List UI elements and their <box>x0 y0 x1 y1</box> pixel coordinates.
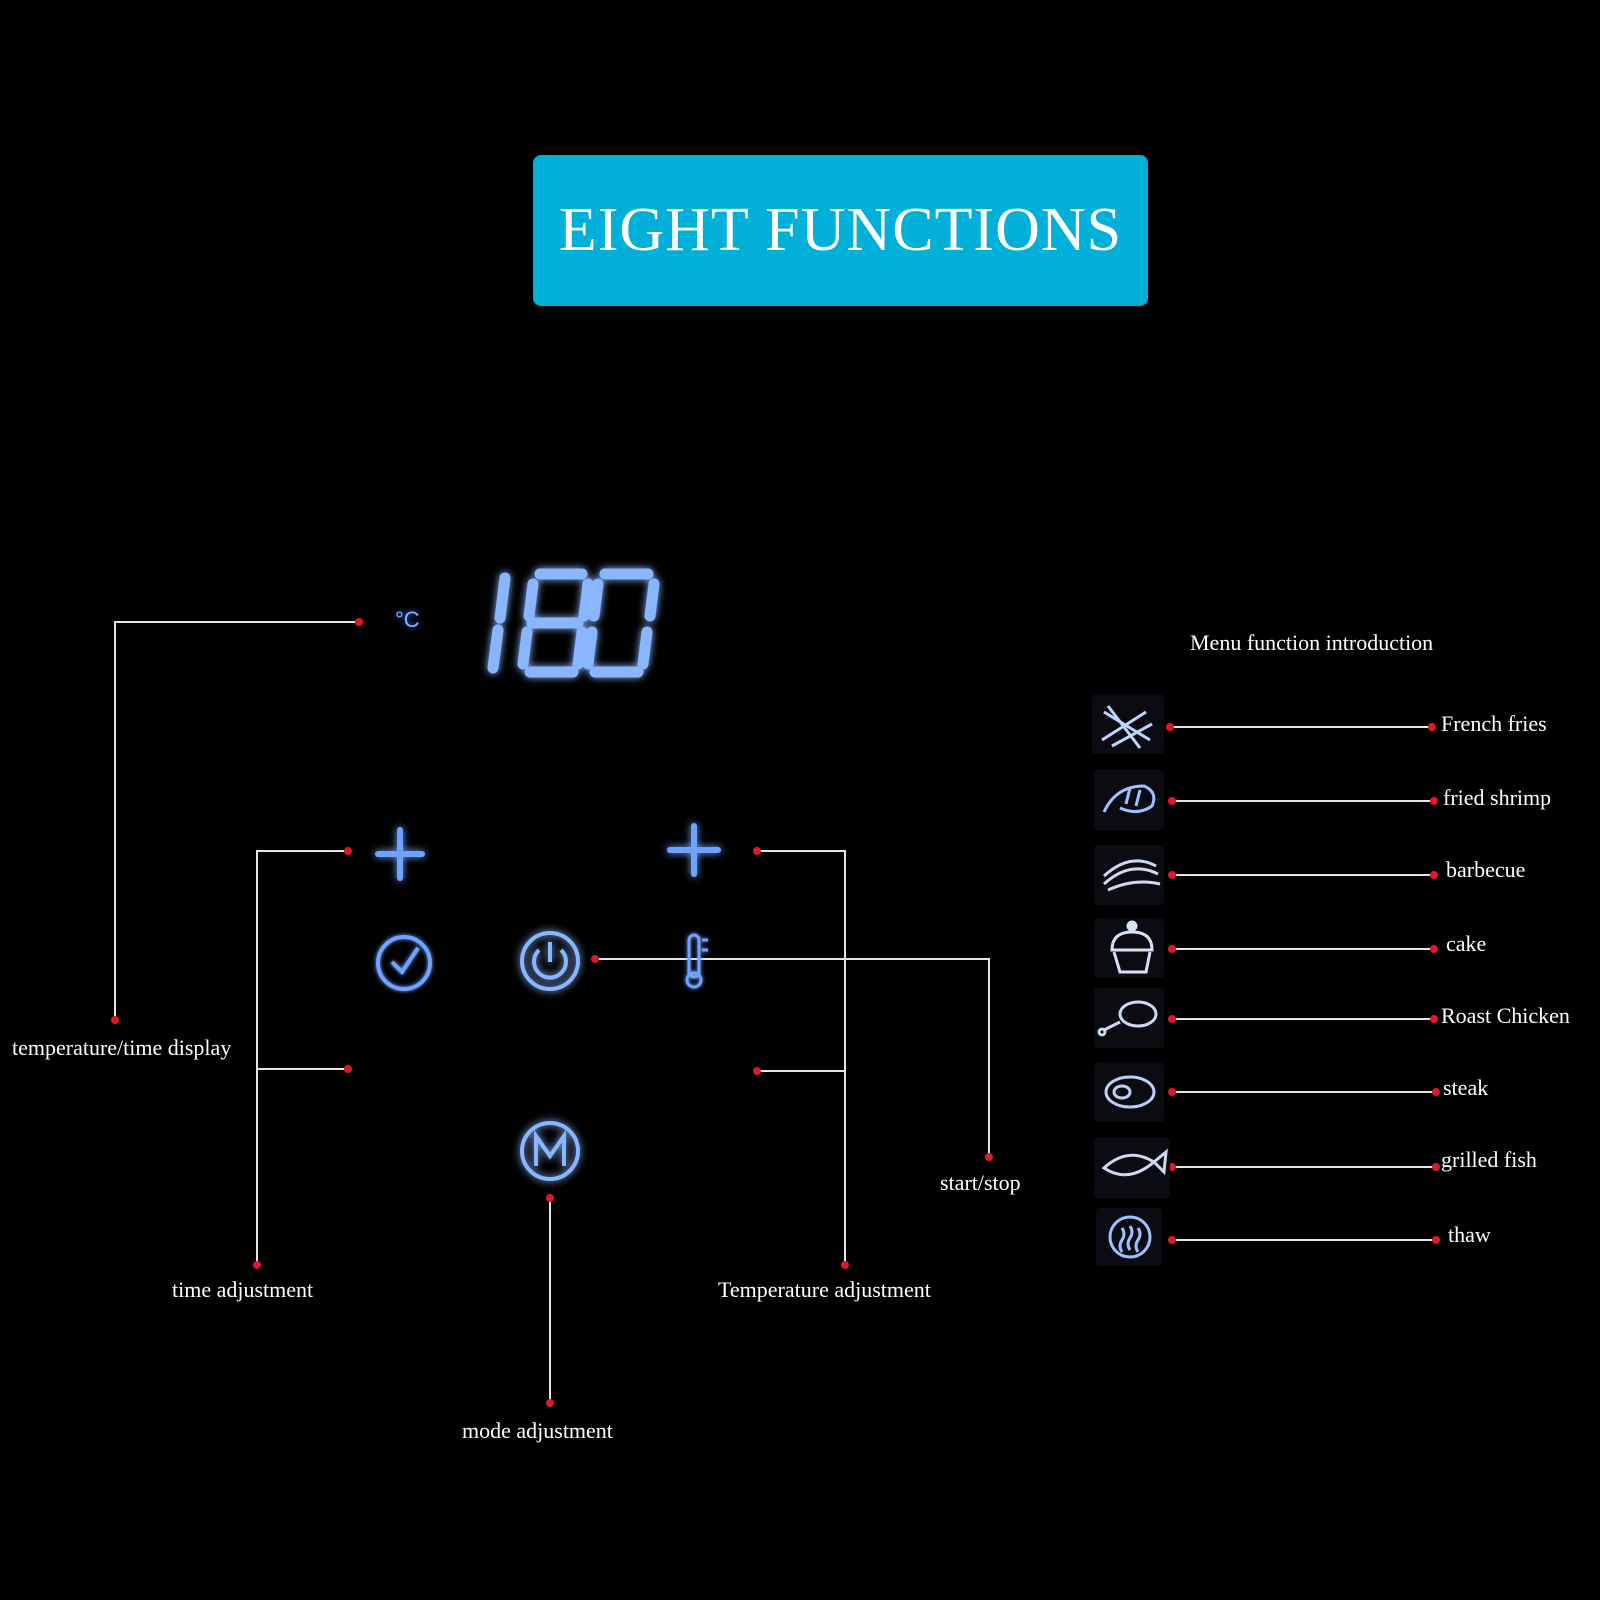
leader-display <box>114 621 359 1020</box>
menu-item-grilled-fish: grilled fish <box>1441 1147 1537 1172</box>
chicken-leg-icon <box>1097 1000 1158 1037</box>
menu-item-steak: steak <box>1443 1075 1489 1100</box>
label-mode-adjustment: mode adjustment <box>462 1418 613 1443</box>
power-button[interactable] <box>520 931 580 991</box>
thaw-icon <box>1108 1215 1152 1259</box>
menu-item-thaw: thaw <box>1448 1222 1491 1247</box>
label-temperature-adjustment: Temperature adjustment <box>718 1277 931 1302</box>
mode-button[interactable] <box>520 1121 580 1181</box>
french-fries-icon <box>1101 705 1153 749</box>
fish-icon <box>1101 1148 1168 1177</box>
menu-item-fried-shrimp: fried shrimp <box>1443 785 1552 810</box>
menu-item-french-fries: French fries <box>1441 711 1547 736</box>
banner-title: EIGHT FUNCTIONS <box>558 196 1123 264</box>
steak-icon <box>1104 1075 1156 1109</box>
label-time-adjustment: time adjustment <box>172 1277 314 1302</box>
title-banner: EIGHT FUNCTIONS <box>533 155 1148 306</box>
seven-segment-display <box>487 568 660 678</box>
thermometer-icon[interactable] <box>685 933 708 989</box>
cake-icon <box>1110 920 1154 974</box>
menu-title: Menu function introduction <box>1190 630 1434 655</box>
shrimp-icon <box>1102 784 1156 813</box>
barbecue-icon <box>1102 859 1161 892</box>
leader-lines <box>114 621 1436 1403</box>
label-temperature-time-display: temperature/time display <box>12 1035 232 1060</box>
leader-dots <box>111 618 1440 1407</box>
leader-start-stop <box>595 958 990 1157</box>
menu-item-roast-chicken: Roast Chicken <box>1441 1003 1570 1028</box>
menu-item-cake: cake <box>1446 931 1487 956</box>
label-start-stop: start/stop <box>940 1170 1021 1195</box>
celsius-unit: °C <box>395 607 420 632</box>
menu-item-barbecue: barbecue <box>1446 857 1526 882</box>
leader-temp <box>757 850 846 1265</box>
time-plus-button[interactable] <box>375 827 425 881</box>
leader-time <box>256 850 348 1265</box>
clock-icon[interactable] <box>376 935 432 991</box>
menu-icons <box>1092 694 1170 1266</box>
temp-plus-button[interactable] <box>667 823 721 877</box>
